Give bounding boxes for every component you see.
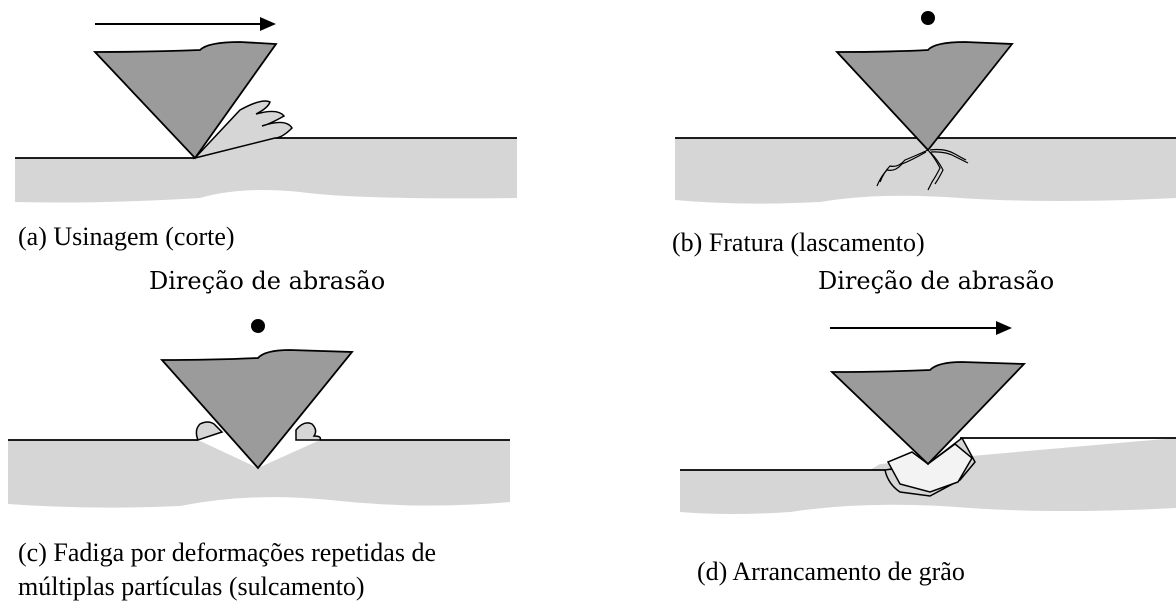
pulled-grain-d bbox=[886, 443, 973, 493]
material-block-b bbox=[675, 138, 1176, 204]
ridge-left-c bbox=[195, 421, 224, 441]
direction-label-left: Direção de abrasão bbox=[149, 267, 386, 295]
abrasive-particle-a bbox=[92, 41, 278, 160]
arrow-right-icon bbox=[95, 17, 276, 31]
panel-d-figure bbox=[680, 321, 1176, 514]
abrasive-particle-b bbox=[834, 41, 1014, 152]
caption-c-line2: múltiplas partículas (sulcamento) bbox=[18, 572, 365, 601]
caption-c-line1: (c) Fadiga por deformações repetidas de bbox=[18, 538, 436, 567]
panel-c-figure bbox=[8, 319, 510, 508]
caption-a: (a) Usinagem (corte) bbox=[18, 222, 235, 251]
dot-icon bbox=[251, 319, 265, 333]
caption-b: (b) Fratura (lascamento) bbox=[672, 228, 925, 257]
arrow-right-icon bbox=[830, 321, 1012, 335]
ridge-right-c bbox=[295, 422, 322, 441]
abrasive-particle-d bbox=[829, 361, 1027, 466]
dot-icon bbox=[921, 11, 935, 25]
panel-b-figure bbox=[675, 11, 1176, 204]
caption-d: (d) Arrancamento de grão bbox=[697, 557, 965, 586]
material-surface-a bbox=[15, 137, 517, 159]
material-surface-d bbox=[680, 437, 1176, 471]
direction-label-right: Direção de abrasão bbox=[818, 267, 1055, 295]
chip-a bbox=[192, 100, 293, 160]
abrasive-particle-c bbox=[159, 349, 354, 470]
material-block-c bbox=[8, 440, 510, 508]
panel-a-figure bbox=[15, 17, 517, 203]
material-block-a bbox=[15, 138, 517, 203]
crack-lines-b bbox=[876, 148, 969, 191]
